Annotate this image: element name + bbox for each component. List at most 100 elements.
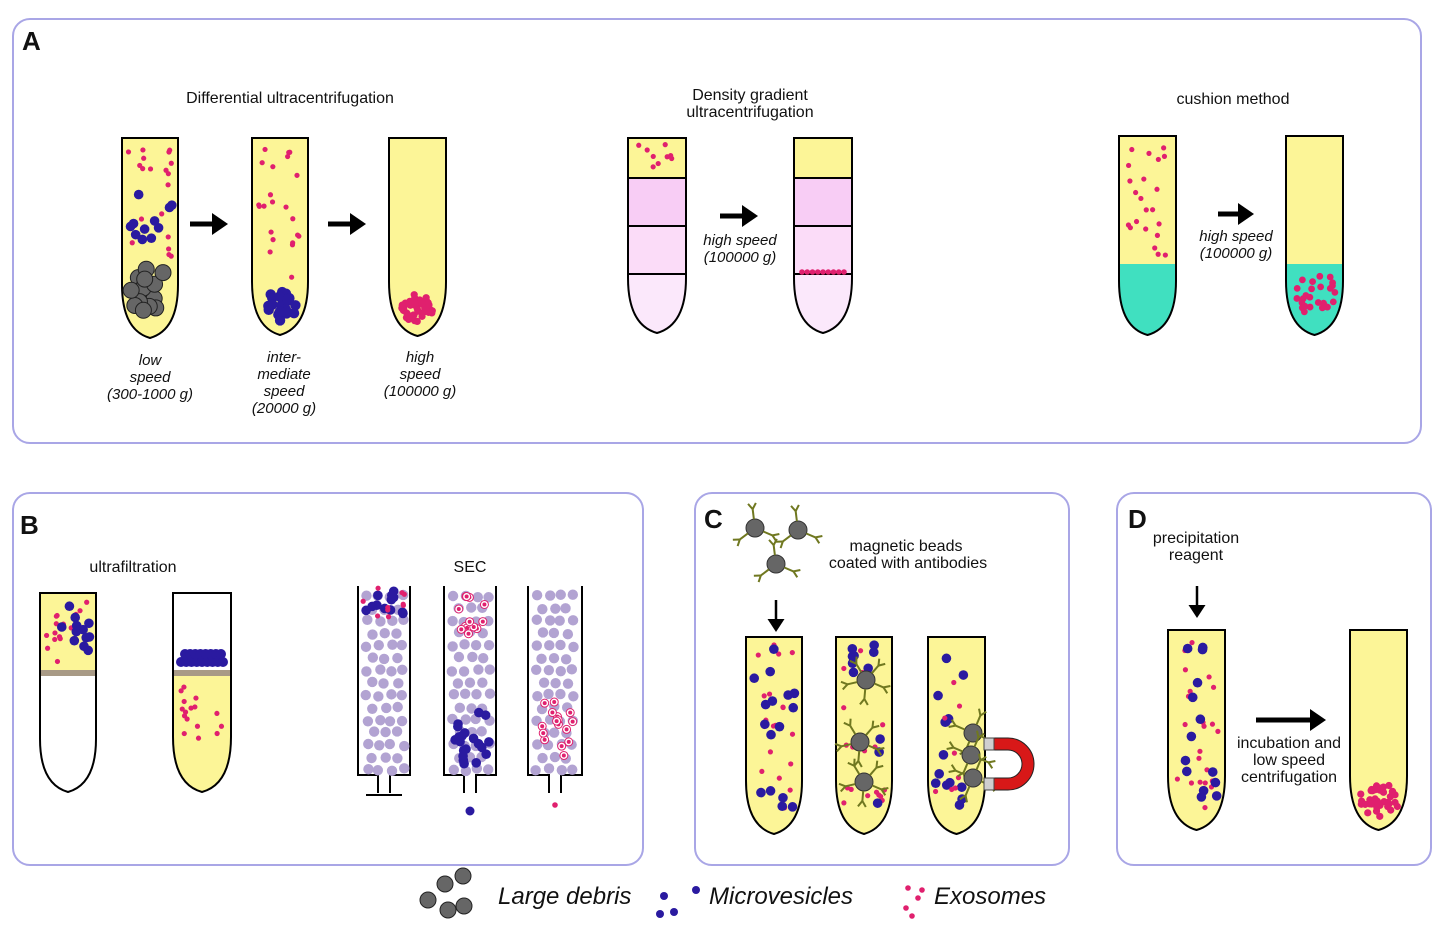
sec-bead: [566, 664, 578, 675]
sec-bead: [472, 591, 483, 603]
caption-line: low speed: [1252, 752, 1326, 769]
exosome-dot: [1357, 800, 1365, 808]
magnetic-bead: [850, 732, 870, 752]
exosome-dot: [550, 710, 555, 715]
exosome-dot: [1299, 276, 1306, 284]
microvesicle-dot: [1196, 792, 1207, 802]
caption-line: (300-1000 g): [107, 386, 193, 403]
tube-ultrafiltration-after: [172, 592, 232, 794]
sec-bead: [555, 688, 566, 700]
sec-bead: [543, 763, 555, 774]
exosome-dot: [1209, 721, 1216, 727]
sec-bead: [550, 603, 561, 614]
sec-bead: [568, 641, 579, 653]
antibody-arm: [838, 782, 846, 788]
exosome-dot: [214, 710, 220, 717]
sec-bead: [470, 639, 482, 651]
sec-bead: [567, 615, 579, 626]
exosome-dot: [360, 598, 366, 604]
antibody-arm: [779, 541, 784, 549]
exosome-dot: [467, 619, 472, 624]
sec-bead: [538, 677, 550, 688]
sec-bead: [477, 677, 488, 688]
exosome-dot: [1331, 288, 1339, 296]
exosome-dot: [466, 631, 471, 636]
caption-line: (100000 g): [1199, 245, 1273, 262]
exosome-dot: [1152, 245, 1158, 251]
microvesicle-dot: [56, 622, 67, 632]
exosome-dot: [1320, 299, 1327, 307]
exosome-dot: [1385, 800, 1393, 808]
exosome-dot: [267, 249, 273, 255]
microvesicle-dot: [774, 721, 785, 732]
sec-bead: [393, 678, 404, 689]
microvesicle-dot: [1192, 677, 1203, 688]
microvesicle-dot: [471, 758, 482, 768]
magnet-icon: [983, 737, 1035, 791]
exosome-dot: [570, 719, 575, 724]
microvesicle-dot: [769, 644, 779, 654]
sec-bead: [367, 629, 378, 640]
antibody-arm: [964, 795, 968, 803]
layer-sample: [794, 138, 852, 178]
exosome-dot: [1368, 800, 1376, 808]
antibody-arm: [794, 504, 800, 512]
microvesicle-dot: [749, 673, 760, 684]
exosome-dot: [1202, 780, 1208, 786]
exosome-dot: [1202, 804, 1208, 811]
sec-bead: [532, 739, 543, 750]
arrow-low-to-inter-head: [212, 213, 228, 235]
exosome-dot: [841, 665, 847, 672]
caption-line: (20000 g): [251, 400, 317, 417]
microvesicle-dot: [788, 702, 799, 713]
antibody: [805, 532, 816, 539]
antibody-arm: [878, 662, 886, 667]
sec-bead: [471, 689, 482, 700]
sec-bead: [555, 639, 566, 651]
exosome-dot: [1372, 782, 1381, 790]
sec-bead: [483, 592, 494, 603]
exosome-dot: [400, 602, 407, 609]
exosome-dot: [903, 905, 909, 911]
exosome-dot: [188, 705, 194, 711]
caption-line: high speed: [703, 232, 777, 249]
antibody-arm: [876, 764, 884, 769]
debris-particle: [122, 281, 140, 299]
antibody-arm: [772, 538, 778, 546]
antibody: [861, 790, 865, 802]
tube-gradient-after: [793, 137, 853, 335]
sec-bead: [531, 614, 543, 625]
tube-cushion-after-outline: [1285, 135, 1344, 337]
exosome-dot: [147, 166, 154, 172]
antibody-arm: [751, 502, 757, 510]
exosome-dot: [905, 885, 911, 891]
magnetic-bead: [854, 772, 874, 792]
panel-d-label: D: [1128, 504, 1147, 534]
exosome-dot: [650, 153, 656, 160]
exosome-dot: [841, 705, 847, 711]
exosome-dot: [1391, 798, 1399, 807]
exosome-dot: [182, 709, 189, 715]
exosome-dot: [84, 599, 90, 605]
microvesicle-dot: [1207, 767, 1218, 777]
microvesicle-dot: [941, 653, 952, 664]
antibody: [865, 726, 874, 736]
microvesicle-dot: [766, 729, 776, 740]
exosome-dot: [385, 604, 391, 611]
microvesicle-dot: [218, 657, 228, 667]
exosome-dot: [375, 585, 381, 591]
exosome-dot: [1197, 748, 1203, 754]
exosome-dot: [915, 895, 921, 901]
exosome-dot: [166, 149, 172, 155]
microvesicle-dot: [484, 737, 494, 747]
title-gradient-line1: Density gradient: [692, 87, 808, 104]
exosome-dot: [767, 749, 774, 755]
antibody-arm: [840, 680, 848, 686]
antibody-arm: [815, 535, 823, 539]
exosome-dot: [178, 688, 184, 694]
exosome-dot: [669, 155, 675, 162]
sec-bead: [555, 665, 566, 677]
exosome-dot: [194, 723, 201, 729]
antibody-arm: [883, 685, 891, 689]
sec-bead: [567, 589, 579, 600]
